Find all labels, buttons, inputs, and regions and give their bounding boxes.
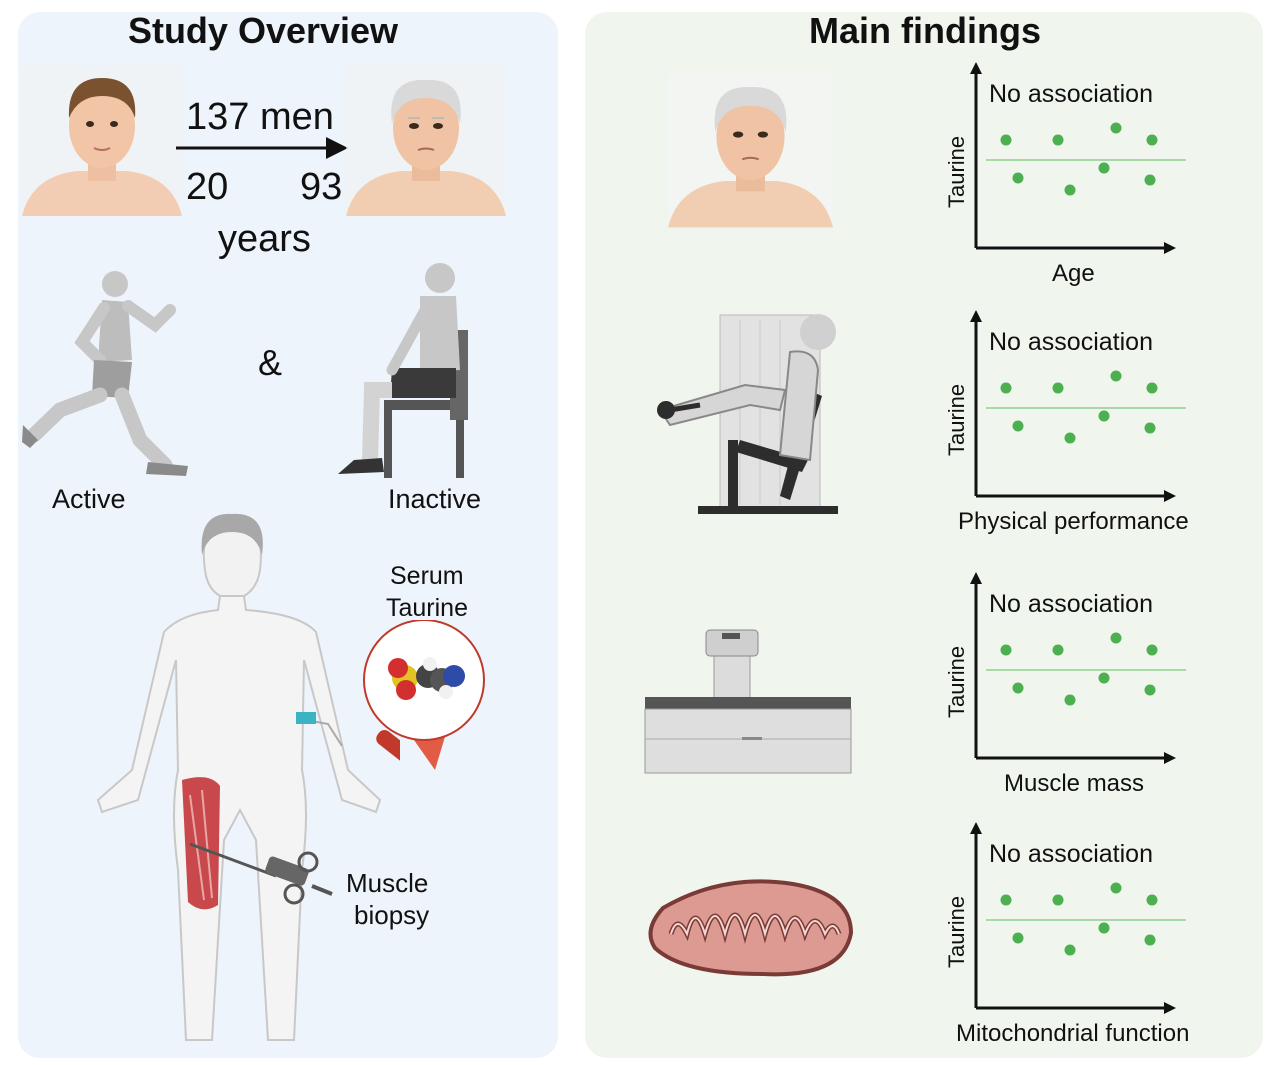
plot-4-x-label: Mitochondrial function — [956, 1020, 1190, 1047]
age-unit-label: years — [218, 218, 311, 260]
scatter-point — [1098, 672, 1110, 684]
dxa-scanner-icon — [644, 629, 852, 774]
young-face-icon — [22, 66, 182, 216]
elderly-face-icon — [668, 72, 833, 228]
study-overview-title: Study Overview — [127, 10, 399, 51]
plot-2-y-label: Taurine — [944, 383, 969, 456]
scatter-point — [1146, 644, 1158, 656]
y-axis-arrowhead — [970, 822, 982, 834]
age-start-label: 20 — [186, 166, 229, 208]
scatter-point — [1000, 644, 1012, 656]
scatter-point — [1064, 944, 1076, 956]
biopsy-label-line2: biopsy — [354, 900, 430, 930]
plot-2-x-label: Physical performance — [958, 508, 1189, 535]
scatter-point — [1110, 632, 1122, 644]
plot-1-y-label: Taurine — [944, 135, 969, 208]
scatter-point — [1012, 932, 1024, 944]
human-body-icon — [96, 513, 400, 1041]
scatter-point — [1098, 162, 1110, 174]
plot-4-note: No association — [989, 840, 1153, 868]
x-axis-arrowhead — [1164, 242, 1176, 254]
plot-2-axes — [970, 310, 1186, 502]
x-axis-arrowhead — [1164, 1002, 1176, 1014]
scatter-point — [1146, 894, 1158, 906]
scatter-point — [1144, 934, 1156, 946]
elderly-face-icon — [346, 66, 506, 216]
plot-3-note: No association — [989, 590, 1153, 618]
scatter-point — [1052, 894, 1064, 906]
scatter-point — [1012, 172, 1024, 184]
scatter-point — [1098, 922, 1110, 934]
inactive-label: Inactive — [388, 484, 482, 514]
plot-3-axes — [970, 572, 1186, 764]
y-axis-arrowhead — [970, 310, 982, 322]
scatter-point — [1052, 382, 1064, 394]
age-span-arrow-icon — [176, 137, 348, 159]
scatter-point — [1146, 382, 1158, 394]
age-end-label: 93 — [300, 166, 343, 208]
serum-label-line1: Serum — [390, 562, 464, 590]
cohort-size-label: 137 men — [186, 96, 334, 138]
scatter-point — [1144, 174, 1156, 186]
y-axis-arrowhead — [970, 572, 982, 584]
plot-1-note: No association — [989, 80, 1153, 108]
running-person-icon — [22, 271, 188, 476]
plot-1-x-label: Age — [1052, 260, 1095, 287]
taurine-molecule-callout-icon — [363, 620, 485, 770]
x-axis-arrowhead — [1164, 490, 1176, 502]
scatter-point — [1146, 134, 1158, 146]
plot-3-x-label: Muscle mass — [1004, 770, 1145, 797]
scatter-point — [1064, 432, 1076, 444]
serum-label-line2: Taurine — [386, 594, 468, 622]
scatter-point — [1052, 134, 1064, 146]
scatter-point — [1000, 894, 1012, 906]
scatter-point — [1144, 684, 1156, 696]
plot-2-note: No association — [989, 328, 1153, 356]
scatter-point — [1000, 134, 1012, 146]
scatter-point — [1064, 184, 1076, 196]
scatter-point — [1012, 420, 1024, 432]
leg-extension-machine-icon — [657, 314, 838, 514]
scatter-point — [1110, 122, 1122, 134]
scatter-point — [1012, 682, 1024, 694]
sitting-person-icon — [338, 263, 468, 478]
mitochondrion-icon — [648, 879, 854, 977]
y-axis-arrowhead — [970, 62, 982, 74]
scatter-point — [1110, 370, 1122, 382]
ampersand: & — [258, 342, 283, 383]
scatter-point — [1052, 644, 1064, 656]
plot-4-axes — [970, 822, 1186, 1014]
main-findings-title: Main findings — [809, 10, 1041, 51]
scatter-point — [1144, 422, 1156, 434]
scatter-point — [1098, 410, 1110, 422]
biopsy-label-line1: Muscle — [346, 868, 429, 898]
plot-4-y-label: Taurine — [944, 895, 969, 968]
scatter-point — [1064, 694, 1076, 706]
scatter-point — [1000, 382, 1012, 394]
plot-1-axes — [970, 62, 1186, 254]
plot-3-y-label: Taurine — [944, 645, 969, 718]
scatter-point — [1110, 882, 1122, 894]
x-axis-arrowhead — [1164, 752, 1176, 764]
active-label: Active — [52, 484, 126, 514]
